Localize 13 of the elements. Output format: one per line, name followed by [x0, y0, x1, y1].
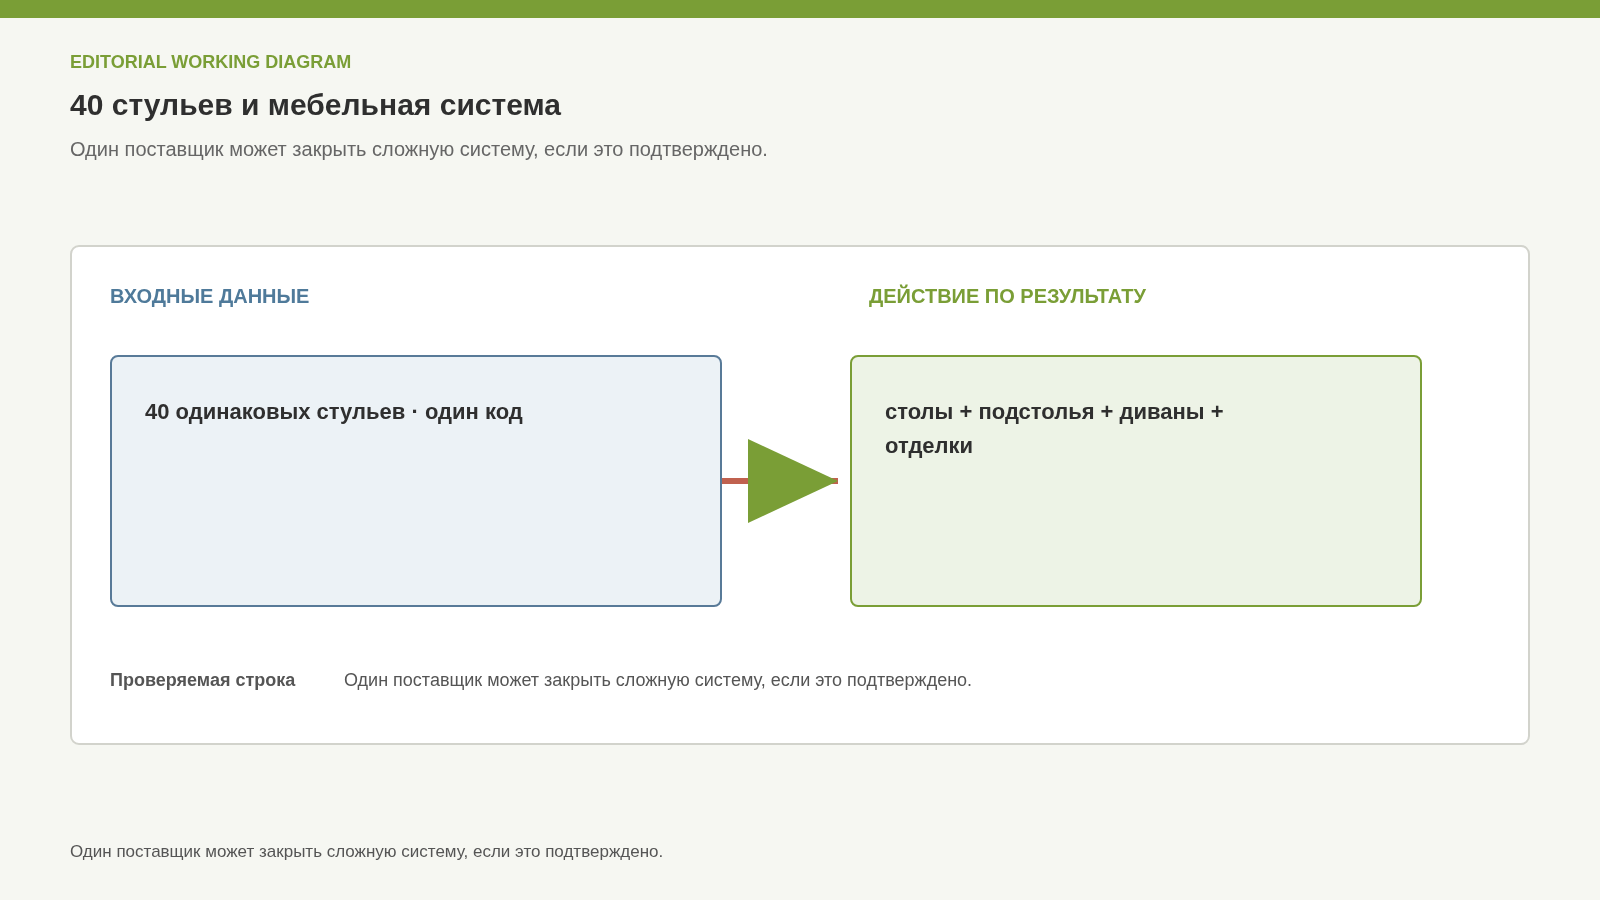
panel [70, 245, 1530, 745]
column-heading: ДЕЙСТВИЕ ПО РЕЗУЛЬТАТУ [869, 285, 1146, 308]
subtitle-text: Один поставщик может закрыть сложную систему, если это подтверждено. [70, 138, 768, 161]
column-heading: ВХОДНЫЕ ДАННЫЕ [110, 285, 310, 308]
box-text: столы + подстолья + диваны + отделки [885, 398, 1225, 460]
eyebrow-label: EDITORIAL WORKING DIAGRAM [70, 52, 352, 73]
diagram-title: 40 стульев и мебельная система [70, 88, 561, 122]
row-text: Один поставщик может закрыть сложную систему, если это подтверждено. [344, 670, 973, 691]
top-bar [0, 0, 1600, 18]
caption-text: Один поставщик может закрыть сложную систему, если это подтверждено. [70, 842, 664, 862]
box-text: 40 одинаковых стульев · один код [145, 398, 524, 426]
arrow [722, 439, 838, 523]
row-label: Проверяемая строка [110, 670, 296, 691]
